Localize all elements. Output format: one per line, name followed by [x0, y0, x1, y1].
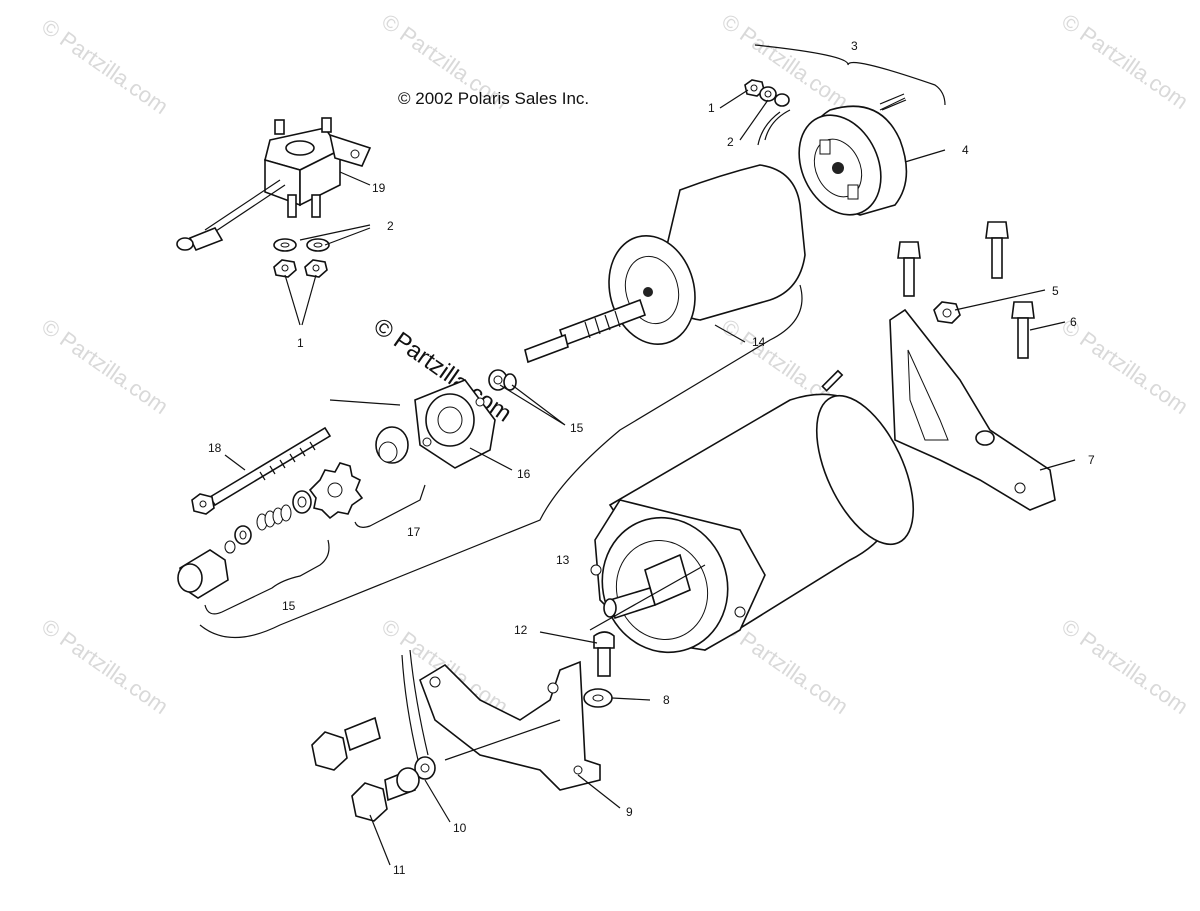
callout-1-top: 1: [708, 101, 715, 115]
watermark-text: © Partzilla.com: [37, 14, 173, 120]
pinion-assembly-part-17[interactable]: [292, 426, 409, 520]
callout-2-top: 2: [727, 135, 734, 149]
callout-12: 12: [514, 623, 528, 637]
callout-4: 4: [962, 143, 969, 157]
solenoid-part-19[interactable]: [176, 117, 372, 252]
watermark-text: © Partzilla.com: [37, 314, 173, 420]
watermark-text: © Partzilla.com: [37, 614, 173, 720]
callout-13: 13: [556, 553, 570, 567]
bolts-part-11[interactable]: [311, 716, 416, 822]
callout-10: 10: [453, 821, 467, 835]
bolts-part-6[interactable]: [897, 221, 1035, 359]
callout-15-mid: 15: [570, 421, 584, 435]
callout-2-left: 2: [387, 219, 394, 233]
watermark-text: © Partzilla.com: [1057, 9, 1193, 115]
callout-19: 19: [372, 181, 386, 195]
end-cover-part-4[interactable]: [784, 93, 908, 228]
lower-bracket-part-9[interactable]: [401, 649, 601, 791]
leader-lines: [224, 89, 1076, 866]
watermark-text: © Partzilla.com: [1057, 314, 1193, 420]
grouping-lines: [199, 44, 946, 639]
watermark-text: © Partzilla.com: [1057, 614, 1193, 720]
washers-nuts-left[interactable]: [273, 238, 330, 278]
callout-17: 17: [407, 525, 421, 539]
nut-part-5[interactable]: [933, 301, 961, 324]
callout-15-low: 15: [282, 599, 296, 613]
washer-part-10[interactable]: [396, 756, 436, 793]
callout-8: 8: [663, 693, 670, 707]
callout-6: 6: [1070, 315, 1077, 329]
callout-labels: 1 2 3 4 5 6 7 8 9 10 11 12 13 14 15 15 1…: [208, 39, 1095, 877]
callout-7: 7: [1088, 453, 1095, 467]
mounting-bracket-part-7[interactable]: [889, 308, 1056, 511]
callout-9: 9: [626, 805, 633, 819]
washer-part-8[interactable]: [583, 688, 613, 708]
callout-5: 5: [1052, 284, 1059, 298]
terminal-nut-washers-part-3[interactable]: [744, 79, 791, 146]
callout-3: 3: [851, 39, 858, 53]
drive-end-plate-part-16[interactable]: [414, 379, 496, 469]
callout-1-left: 1: [297, 336, 304, 350]
bolt-part-12[interactable]: [593, 631, 615, 677]
starter-motor-part-13[interactable]: [583, 369, 933, 670]
spring-collar-part-15-low[interactable]: [177, 504, 292, 599]
callout-16: 16: [517, 467, 531, 481]
washers-part-15-mid[interactable]: [488, 369, 517, 391]
callout-14: 14: [752, 335, 766, 349]
callout-11: 11: [393, 863, 406, 877]
through-bolt-part-18[interactable]: [191, 426, 332, 515]
callout-18: 18: [208, 441, 222, 455]
armature-part-14[interactable]: [524, 164, 806, 364]
copyright-notice: © 2002 Polaris Sales Inc.: [398, 89, 589, 108]
